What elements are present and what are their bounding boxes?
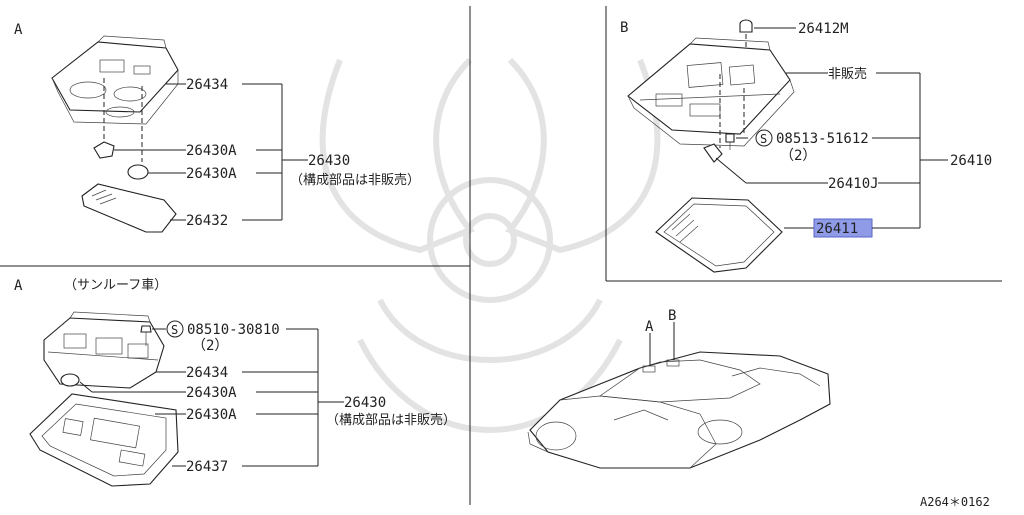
diagram-code: A264＊0162 <box>920 495 990 509</box>
assembly-number-label: 26430 <box>308 153 350 169</box>
assembly-note: （構成部品は非販売） <box>290 172 420 188</box>
lamp-housing-drawing <box>51 35 179 125</box>
screw-drawing <box>140 325 152 346</box>
part-number-label: 26434 <box>186 77 228 93</box>
part-number-label: 26432 <box>186 213 228 229</box>
assembly-number-label: 26430 <box>344 395 386 411</box>
quantity-label: （2） <box>780 148 816 164</box>
part-number-label: 26437 <box>186 459 228 475</box>
part-number-label: 26434 <box>186 365 228 381</box>
bulb-drawing <box>703 143 723 163</box>
lens-drawing <box>655 197 783 273</box>
part-number-label: 26410J <box>828 176 879 192</box>
section-label: B <box>620 20 628 36</box>
section-label: A <box>14 278 23 294</box>
screw-symbol <box>166 320 184 338</box>
location-marker <box>666 359 680 367</box>
panel-b: B <box>620 19 992 273</box>
part-number-label: 26430A <box>186 385 237 401</box>
screw-symbol <box>755 129 773 147</box>
quantity-label: （2） <box>192 338 228 354</box>
location-label-b: B <box>668 308 676 324</box>
map-lamp-housing-drawing <box>627 37 795 147</box>
section-label: A <box>14 22 23 38</box>
part-number-label: 26430A <box>186 407 237 423</box>
clip-drawing <box>739 19 753 33</box>
part-number-label: 08513-51612 <box>776 131 869 147</box>
bulb-drawing <box>93 141 149 180</box>
panel-dividers <box>0 6 1002 505</box>
assembly-note: （構成部品は非販売） <box>326 412 456 428</box>
lens-drawing <box>81 183 177 233</box>
watermark-emblem <box>319 57 661 433</box>
lens-frame-drawing <box>29 393 179 487</box>
panel-a-bottom: A （サンルーフ車） S 08510-3 <box>14 278 456 487</box>
panel-a-top: A 26434 <box>14 22 420 233</box>
assembly-number-label: 26410 <box>950 153 992 169</box>
location-label-a: A <box>645 319 654 335</box>
screw-symbol-letter: S <box>171 323 178 337</box>
car-drawing <box>527 351 831 469</box>
location-marker <box>642 365 656 373</box>
bulb-drawing <box>60 373 80 387</box>
car-overview: A B <box>527 308 831 469</box>
screw-symbol-letter: S <box>760 132 767 146</box>
part-number-label: 26430A <box>186 166 237 182</box>
variant-subtitle: （サンルーフ車） <box>64 278 167 293</box>
screw-drawing <box>725 133 735 150</box>
not-sold-label: 非販売 <box>828 66 867 82</box>
part-number-label: 26412M <box>798 21 849 37</box>
part-number-label: 26430A <box>186 143 237 159</box>
part-number-label: 08510-30810 <box>187 322 280 338</box>
part-number-label[interactable]: 26411 <box>816 221 858 237</box>
